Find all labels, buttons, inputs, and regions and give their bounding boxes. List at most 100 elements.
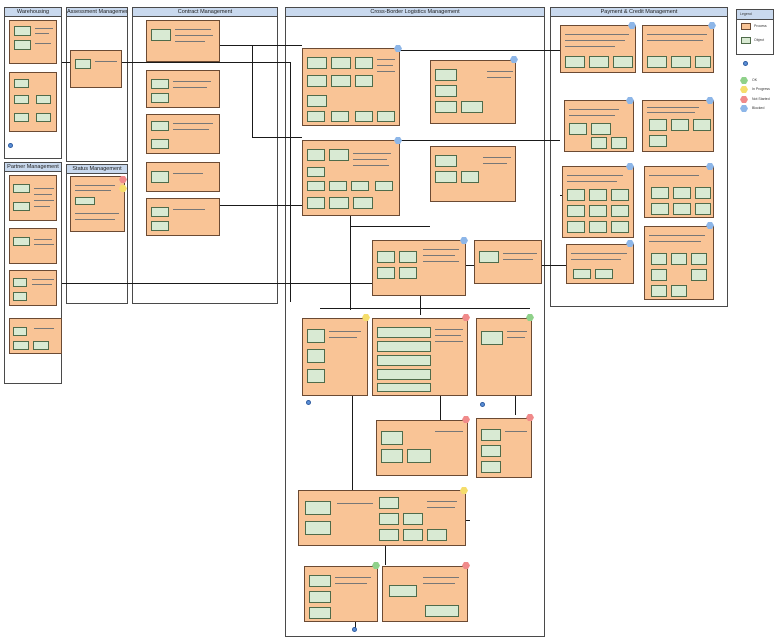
payment-object[interactable] [611, 221, 629, 233]
payment-process-4[interactable] [642, 100, 714, 152]
payment-object[interactable] [651, 285, 667, 297]
logistics-object[interactable] [435, 85, 457, 97]
logistics-object[interactable] [435, 171, 457, 183]
logistics-process-6[interactable] [474, 240, 542, 284]
logistics-object[interactable] [479, 251, 499, 263]
warehousing-object[interactable] [14, 79, 29, 88]
partner-object[interactable] [13, 292, 27, 301]
partner-process-2[interactable] [9, 228, 57, 264]
logistics-process-main[interactable] [302, 48, 400, 126]
payment-object[interactable] [671, 119, 689, 131]
logistics-object[interactable] [331, 75, 351, 87]
contract-process-2[interactable] [146, 70, 220, 108]
payment-object[interactable] [595, 269, 613, 279]
payment-object[interactable] [673, 187, 691, 199]
logistics-object[interactable] [379, 497, 399, 509]
logistics-object[interactable] [461, 171, 479, 183]
assessment-process[interactable] [70, 50, 122, 88]
logistics-process-4[interactable] [430, 146, 516, 202]
payment-object[interactable] [693, 119, 711, 131]
payment-object[interactable] [691, 253, 707, 265]
status-process[interactable] [70, 176, 125, 232]
partner-object[interactable] [13, 327, 27, 336]
payment-object[interactable] [591, 137, 607, 149]
payment-object[interactable] [671, 285, 687, 297]
logistics-object[interactable] [305, 521, 331, 535]
warehousing-process-2[interactable] [9, 72, 57, 132]
logistics-object[interactable] [389, 585, 417, 597]
contract-object[interactable] [151, 29, 171, 41]
payment-object[interactable] [567, 189, 585, 201]
contract-process-4[interactable] [146, 162, 220, 192]
payment-object[interactable] [611, 189, 629, 201]
logistics-process-2[interactable] [302, 140, 400, 216]
logistics-process-14[interactable] [382, 566, 468, 622]
logistics-object[interactable] [379, 529, 399, 541]
logistics-object[interactable] [481, 461, 501, 473]
logistics-object[interactable] [435, 101, 457, 113]
payment-object[interactable] [647, 56, 667, 68]
logistics-process-10[interactable] [376, 420, 468, 476]
payment-process-6[interactable] [644, 166, 714, 218]
logistics-object[interactable] [435, 155, 457, 167]
logistics-object[interactable] [399, 267, 417, 279]
logistics-object[interactable] [403, 513, 423, 525]
warehousing-object[interactable] [14, 113, 29, 122]
contract-object[interactable] [151, 93, 169, 103]
partner-process-4[interactable] [9, 318, 62, 354]
payment-process-8[interactable] [644, 226, 714, 300]
payment-object[interactable] [695, 203, 711, 215]
warehousing-object[interactable] [14, 26, 31, 36]
payment-process-3[interactable] [564, 100, 634, 152]
logistics-process-8[interactable] [372, 318, 468, 396]
warehousing-process-1[interactable] [9, 20, 57, 64]
logistics-object[interactable] [377, 327, 431, 338]
logistics-object[interactable] [377, 383, 431, 392]
logistics-object[interactable] [307, 369, 325, 383]
payment-object[interactable] [565, 56, 585, 68]
contract-object[interactable] [151, 139, 169, 149]
logistics-object[interactable] [461, 101, 483, 113]
logistics-object[interactable] [381, 449, 403, 463]
payment-object[interactable] [651, 187, 669, 199]
logistics-object[interactable] [331, 57, 351, 69]
payment-object[interactable] [589, 221, 607, 233]
payment-object[interactable] [613, 56, 633, 68]
contract-process-5[interactable] [146, 198, 220, 236]
logistics-object[interactable] [481, 331, 503, 345]
logistics-object[interactable] [307, 197, 325, 209]
logistics-object[interactable] [435, 69, 457, 81]
logistics-object[interactable] [329, 149, 349, 161]
logistics-object[interactable] [307, 349, 325, 363]
logistics-object[interactable] [305, 501, 331, 515]
logistics-object[interactable] [425, 605, 459, 617]
payment-object[interactable] [589, 56, 609, 68]
logistics-object[interactable] [481, 429, 501, 441]
contract-object[interactable] [151, 121, 169, 131]
payment-object[interactable] [651, 269, 667, 281]
logistics-object[interactable] [309, 607, 331, 619]
logistics-object[interactable] [329, 197, 349, 209]
partner-object[interactable] [13, 237, 30, 246]
payment-object[interactable] [573, 269, 591, 279]
logistics-object[interactable] [307, 329, 325, 343]
payment-object[interactable] [695, 56, 711, 68]
status-object[interactable] [75, 197, 95, 205]
payment-object[interactable] [591, 123, 611, 135]
payment-object[interactable] [649, 119, 667, 131]
payment-object[interactable] [589, 205, 607, 217]
payment-object[interactable] [691, 269, 707, 281]
payment-object[interactable] [589, 189, 607, 201]
logistics-process-3[interactable] [430, 60, 516, 124]
partner-process-1[interactable] [9, 175, 57, 221]
contract-object[interactable] [151, 171, 169, 183]
logistics-process-13[interactable] [304, 566, 378, 622]
assessment-object[interactable] [75, 59, 91, 69]
payment-object[interactable] [611, 205, 629, 217]
logistics-object[interactable] [377, 369, 431, 380]
logistics-object[interactable] [351, 181, 369, 191]
logistics-object[interactable] [309, 591, 331, 603]
contract-object[interactable] [151, 207, 169, 217]
payment-object[interactable] [569, 123, 587, 135]
logistics-object[interactable] [307, 75, 327, 87]
